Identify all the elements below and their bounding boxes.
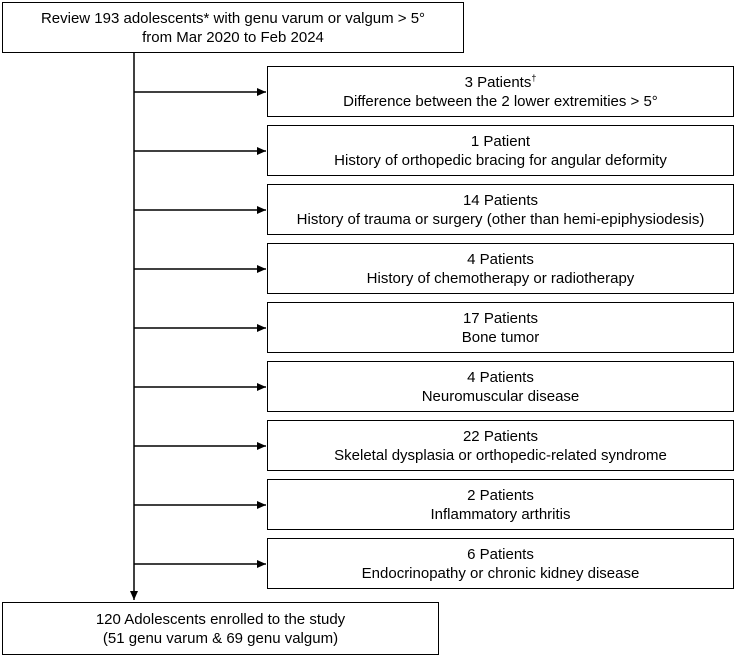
exclusion-count-text: 2 Patients bbox=[467, 486, 534, 504]
exclusion-reason: Inflammatory arthritis bbox=[430, 505, 571, 523]
start-line-1: Review 193 adolescents* with genu varum … bbox=[40, 9, 426, 27]
enrolled-line-2: (51 genu varum & 69 genu valgum) bbox=[102, 629, 339, 647]
exclusion-box: 3 Patients†Difference between the 2 lowe… bbox=[267, 66, 734, 117]
exclusion-count: 4 Patients bbox=[467, 368, 534, 387]
exclusion-count-text: 22 Patients bbox=[462, 427, 539, 445]
exclusion-reason: Bone tumor bbox=[461, 328, 540, 346]
footnote-mark: † bbox=[531, 72, 537, 83]
exclusion-count: 3 Patients† bbox=[465, 73, 537, 92]
exclusion-count-text: 4 Patients bbox=[467, 368, 534, 386]
exclusion-reason: History of chemotherapy or radiotherapy bbox=[366, 269, 635, 287]
exclusion-count-text: 3 Patients bbox=[464, 73, 532, 91]
exclusion-reason: Endocrinopathy or chronic kidney disease bbox=[361, 564, 640, 582]
exclusion-count: 4 Patients bbox=[467, 250, 534, 269]
exclusion-reason: History of orthopedic bracing for angula… bbox=[334, 151, 667, 169]
exclusion-count-text: 1 Patient bbox=[470, 132, 531, 150]
start-line-2: from Mar 2020 to Feb 2024 bbox=[142, 28, 324, 46]
exclusion-count-text: 17 Patients bbox=[462, 309, 539, 327]
exclusion-count: 22 Patients bbox=[463, 427, 538, 446]
exclusion-count-text: 6 Patients bbox=[467, 545, 534, 563]
exclusion-count: 17 Patients bbox=[463, 309, 538, 328]
exclusion-reason: History of trauma or surgery (other than… bbox=[296, 210, 705, 228]
exclusion-count-text: 4 Patients bbox=[467, 250, 534, 268]
exclusion-reason: Skeletal dysplasia or orthopedic-related… bbox=[334, 446, 667, 464]
exclusion-count: 2 Patients bbox=[467, 486, 534, 505]
exclusion-count-text: 14 Patients bbox=[462, 191, 539, 209]
exclusion-reason: Difference between the 2 lower extremiti… bbox=[343, 92, 658, 110]
exclusion-count: 1 Patient bbox=[471, 132, 530, 151]
exclusion-count: 6 Patients bbox=[467, 545, 534, 564]
enrolled-box: 120 Adolescents enrolled to the study (5… bbox=[2, 602, 439, 655]
start-box: Review 193 adolescents* with genu varum … bbox=[2, 2, 464, 53]
exclusion-reason: Neuromuscular disease bbox=[421, 387, 580, 405]
exclusion-count: 14 Patients bbox=[463, 191, 538, 210]
enrolled-line-1: 120 Adolescents enrolled to the study bbox=[95, 610, 346, 628]
